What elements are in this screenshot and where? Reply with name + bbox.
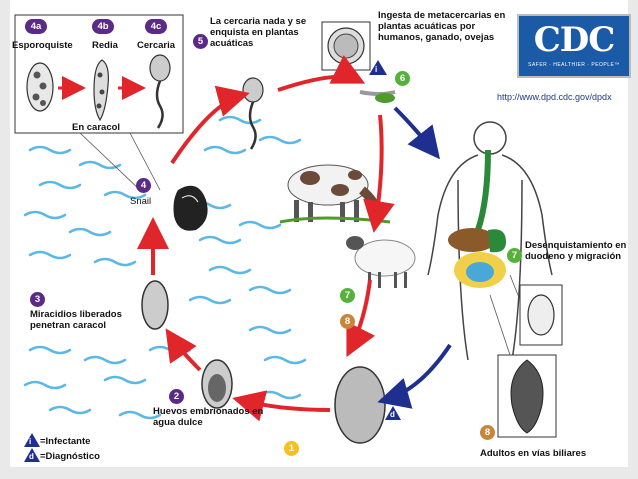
step-4c-badge: 4c: [145, 19, 167, 34]
legend-diagnostico: =Diagnóstico: [40, 451, 100, 462]
step-3-badge: 3: [30, 292, 45, 307]
label-redia: Redia: [92, 40, 118, 51]
label-en-caracol: En caracol: [72, 122, 121, 133]
label-ingesta: Ingesta de metacercarias en plantas acuá…: [378, 10, 506, 43]
infectante-mark: i: [375, 65, 378, 74]
label-snail: Snail: [130, 196, 152, 207]
label-adultos: Adultos en vías biliares: [480, 448, 587, 459]
legend-diagnostico-mark: d: [29, 452, 34, 461]
label-cercaria-nada: La cercaria nada y se enquista en planta…: [210, 16, 307, 49]
step-4a-badge: 4a: [25, 19, 47, 34]
diagnostico-mark: d: [390, 410, 395, 419]
cdc-logo: CDC SAFER · HEALTHIER · PEOPLE™: [517, 14, 631, 78]
step-6-badge: 6: [395, 71, 410, 86]
step-4-badge: 4: [136, 178, 151, 193]
snail-shape: [173, 185, 208, 231]
label-desenquistamiento: Desenquistamiento en duodeno y migración: [525, 240, 627, 262]
label-miracidios: Miracidios liberados penetran caracol: [30, 309, 122, 331]
cdc-tagline: SAFER · HEALTHIER · PEOPLE™: [528, 62, 620, 68]
slide-border-left: [0, 0, 10, 479]
step-5-badge: 5: [193, 34, 208, 49]
cercaria-shape: [149, 54, 171, 82]
step-4b-badge: 4b: [92, 19, 114, 34]
free-cercaria: [242, 77, 264, 150]
label-cercaria: Cercaria: [137, 40, 176, 51]
step-7-badge-human: 7: [507, 248, 522, 263]
label-esporoquiste: Esporoquiste: [12, 40, 73, 51]
slide-border-right: [628, 0, 638, 479]
diagram-graphics: [14, 14, 563, 462]
cdc-logo-text: CDC: [533, 20, 616, 60]
human-silhouette: [427, 121, 553, 361]
water-waves: [23, 115, 307, 420]
cdc-url: http://www.dpd.cdc.gov/dpdx: [497, 92, 612, 102]
step-8-badge-human: 8: [480, 425, 495, 440]
egg-shape: [334, 366, 386, 444]
cow-shape: [279, 164, 391, 224]
life-cycle-diagram: CDC SAFER · HEALTHIER · PEOPLE™ http://w…: [10, 0, 631, 467]
step-7-badge-animal: 7: [340, 288, 355, 303]
label-huevos: Huevos embrionados en agua dulce: [153, 406, 264, 428]
sheep-shape: [346, 236, 416, 288]
step-1-badge: 1: [284, 441, 299, 456]
miracidium-shape: [141, 280, 169, 330]
legend-infectante: =Infectante: [40, 436, 91, 447]
step-8-badge-animal: 8: [340, 314, 355, 329]
slide-border-bottom: [0, 467, 638, 479]
legend-infectante-mark: i: [29, 437, 32, 446]
step-2-badge: 2: [169, 389, 184, 404]
